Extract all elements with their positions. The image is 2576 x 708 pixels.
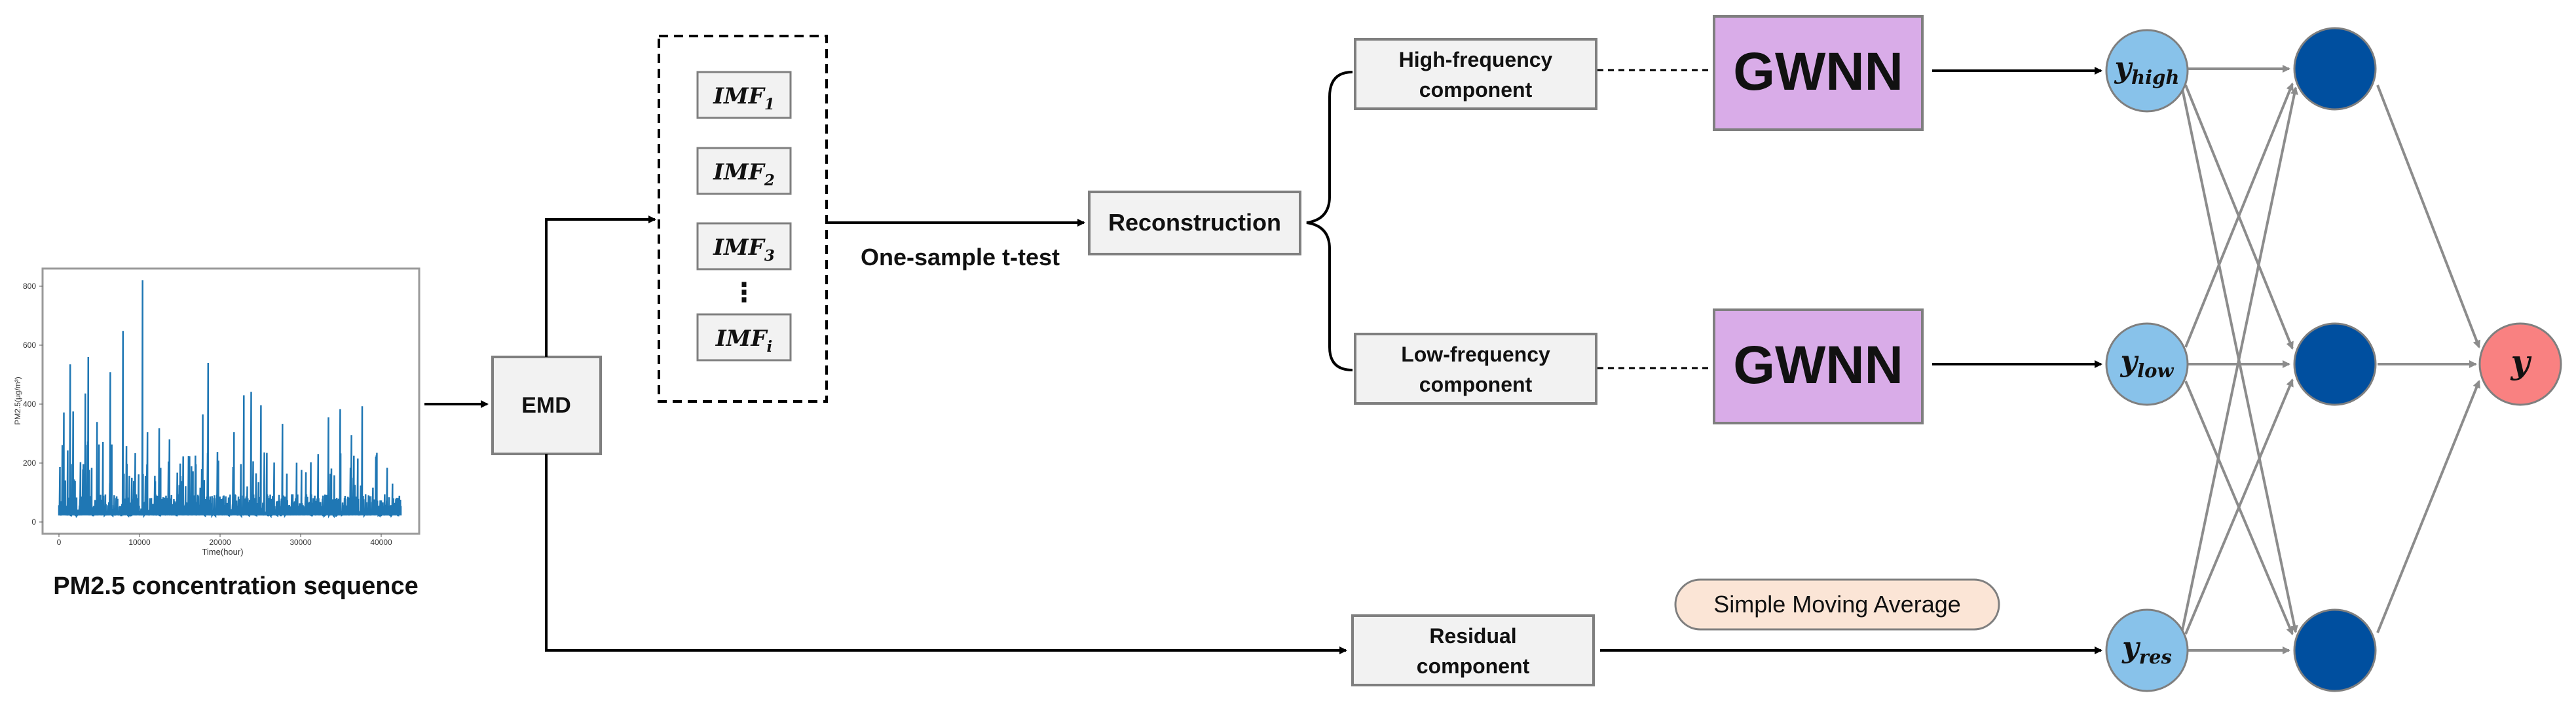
y-tick-600: 600 <box>23 341 36 350</box>
y-tick-800: 800 <box>23 282 36 291</box>
plot-x-ticks: 0 10000 20000 30000 40000 <box>57 534 392 547</box>
reconstruction-box: Reconstruction <box>1088 191 1301 255</box>
hidden-node-1 <box>2293 27 2377 111</box>
yres-base: y <box>2121 631 2141 664</box>
input-node-ylow: ylow <box>2105 322 2189 406</box>
yres-subscript: res <box>2139 646 2172 668</box>
svg-text:yhigh: yhigh <box>2114 51 2179 88</box>
svg-text:yres: yres <box>2121 631 2172 668</box>
svg-text:IMFi: IMFi <box>715 326 772 356</box>
edge-h3-out <box>2376 380 2480 633</box>
x-tick-40000: 40000 <box>370 538 392 547</box>
plot-y-axis-label: PM2.5(μg/m³) <box>13 377 22 425</box>
high-frequency-component-box: High-frequency component <box>1354 38 1597 110</box>
plot-y-ticks: 0 200 400 600 800 <box>23 282 43 527</box>
edge-ylow-h1 <box>2184 83 2294 348</box>
svg-text:IMF3: IMF3 <box>713 234 775 265</box>
plot-x-axis-label: Time(hour) <box>202 547 243 557</box>
high-frequency-line1: High-frequency <box>1399 48 1553 71</box>
hidden-node-3 <box>2293 608 2377 692</box>
imf-i-subscript: i <box>766 338 772 356</box>
ylow-base: y <box>2120 345 2140 378</box>
gwnn-low-box: GWNN <box>1713 308 1924 424</box>
imf-1-subscript: 1 <box>764 96 775 113</box>
low-frequency-line1: Low-frequency <box>1401 343 1550 366</box>
gwnn-high-label: GWNN <box>1733 42 1903 102</box>
residual-line1: Residual <box>1429 624 1516 648</box>
imf-group: IMF1 IMF2 IMF3 ⋮ IMFi <box>658 35 828 403</box>
imf-2-subscript: 2 <box>764 172 775 189</box>
yhigh-subscript: high <box>2131 66 2179 88</box>
svg-text:IMF1: IMF1 <box>713 83 775 113</box>
emd-box: EMD <box>491 356 602 455</box>
sma-badge: Simple Moving Average <box>1674 578 2000 631</box>
sma-label: Simple Moving Average <box>1713 591 1961 618</box>
low-frequency-component-box: Low-frequency component <box>1354 333 1597 405</box>
y-tick-200: 200 <box>23 458 36 468</box>
x-tick-30000: 30000 <box>289 538 312 547</box>
y-tick-400: 400 <box>23 400 36 409</box>
edge-yres-h2 <box>2184 379 2294 635</box>
reconstruction-label: Reconstruction <box>1108 209 1281 236</box>
y-tick-0: 0 <box>31 517 36 527</box>
gwnn-high-box: GWNN <box>1713 15 1924 131</box>
imf-3-subscript: 3 <box>764 247 775 265</box>
output-node-y: y <box>2478 322 2562 406</box>
imf-2-box: IMF2 <box>696 147 792 195</box>
input-node-yres: yres <box>2105 608 2189 692</box>
yhigh-base: y <box>2114 51 2133 84</box>
ylow-subscript: low <box>2137 360 2174 382</box>
edge-h1-out <box>2376 84 2480 348</box>
imf-3-base: IMF <box>713 234 766 261</box>
svg-text:ylow: ylow <box>2120 345 2175 382</box>
output-y-label: y <box>2510 343 2531 381</box>
x-tick-10000: 10000 <box>128 538 151 547</box>
hidden-node-2 <box>2293 322 2377 406</box>
residual-component-box: Residual component <box>1351 614 1595 686</box>
imf-i-box: IMFi <box>696 313 792 362</box>
emd-label: EMD <box>521 393 571 418</box>
imf-1-base: IMF <box>713 83 766 109</box>
imf-1-box: IMF1 <box>696 71 792 119</box>
emd-to-imf-arrow <box>545 215 656 357</box>
nn-edges <box>2181 65 2480 654</box>
x-tick-0: 0 <box>57 538 62 547</box>
ttest-label: One-sample t-test <box>861 244 1060 270</box>
imf-i-base: IMF <box>715 326 769 352</box>
imf-2-base: IMF <box>713 159 766 185</box>
residual-line2: component <box>1417 654 1530 678</box>
input-caption: PM2.5 concentration sequence <box>53 572 419 600</box>
pm25-series-plot: 0 200 400 600 800 0 10000 20000 30000 40… <box>13 267 420 600</box>
x-tick-20000: 20000 <box>209 538 231 547</box>
gwnn-low-label: GWNN <box>1733 335 1903 395</box>
low-frequency-line2: component <box>1419 373 1533 396</box>
imf-ellipsis: ⋮ <box>731 278 757 307</box>
svg-text:IMF2: IMF2 <box>713 159 775 189</box>
emd-to-residual-arrow <box>545 454 1347 654</box>
input-node-yhigh: yhigh <box>2105 29 2189 113</box>
pm25-series-line <box>58 280 402 519</box>
high-frequency-line2: component <box>1419 78 1533 102</box>
split-brace <box>1306 71 1353 371</box>
imf-3-box: IMF3 <box>696 222 792 270</box>
edge-yres-h1 <box>2181 86 2298 631</box>
